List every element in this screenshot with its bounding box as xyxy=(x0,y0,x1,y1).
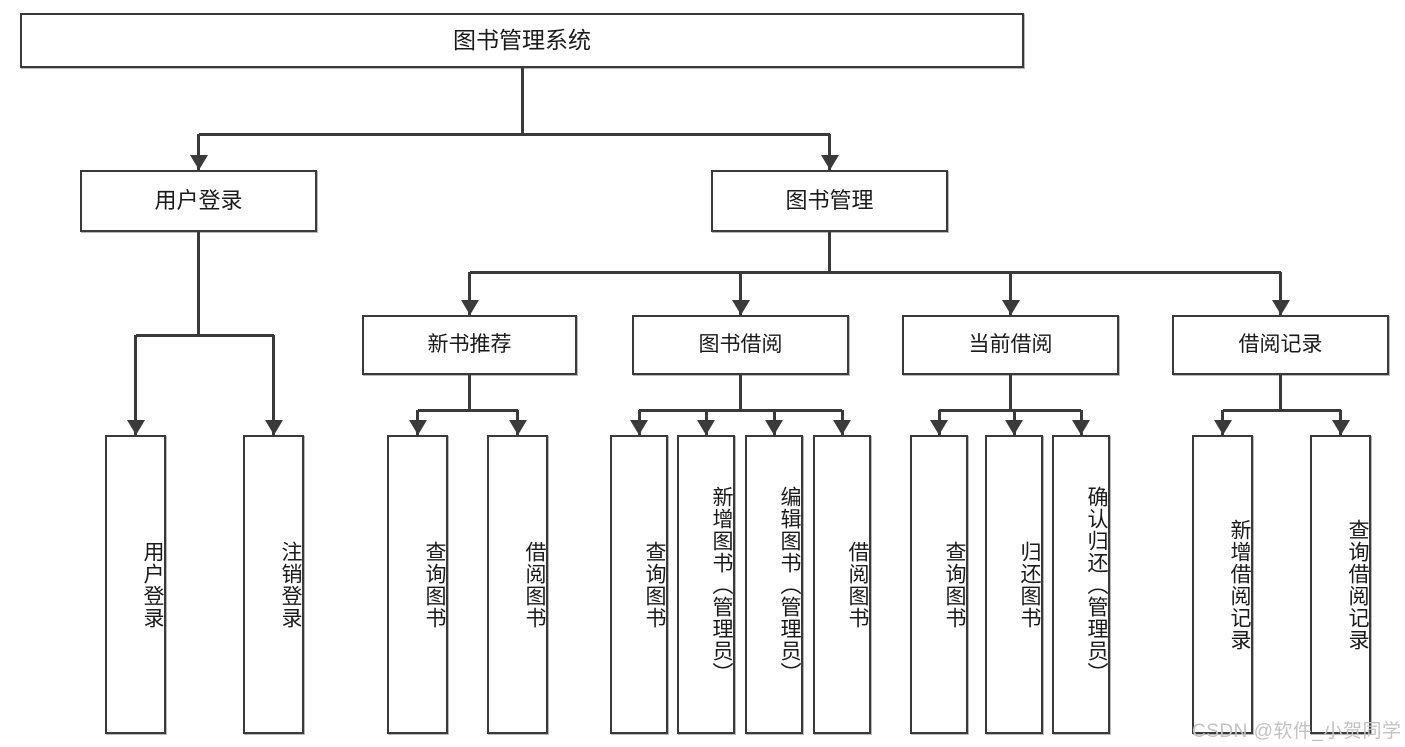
connector-current-borrow-bus xyxy=(939,408,1081,412)
arrow-to-leaf-11 xyxy=(1213,420,1232,435)
connector-level2-bus xyxy=(469,270,1281,274)
arrow-to-level2-1 xyxy=(731,300,750,315)
node-leaf-query-borrow-record[interactable]: 查询借阅记录 xyxy=(1310,435,1371,734)
arrow-to-level2-3 xyxy=(1271,300,1290,315)
node-label: 图书管理系统 xyxy=(453,26,591,53)
connector-user-login-stem xyxy=(197,232,200,335)
arrow-to-leaf-8 xyxy=(930,420,948,435)
node-leaf-add-book-admin[interactable]: 新增图书（管理员） xyxy=(677,435,735,734)
node-leaf-return-book[interactable]: 归还图书 xyxy=(985,435,1043,734)
connector-current-borrow-stem xyxy=(1009,375,1012,410)
connector-book-borrow-bus xyxy=(639,408,842,412)
node-leaf-user-logout[interactable]: 注销登录 xyxy=(243,435,304,734)
arrow-to-level1-0 xyxy=(189,155,208,170)
node-book-borrow[interactable]: 图书借阅 xyxy=(632,315,849,375)
connector-to-level2-0 xyxy=(468,272,471,315)
connector-to-leaf-0 xyxy=(134,335,137,435)
connector-to-level2-3 xyxy=(1279,272,1282,315)
node-label: 查询图书 xyxy=(943,540,966,629)
node-label: 查询图书 xyxy=(423,540,446,629)
node-leaf-query-book-borrow[interactable]: 查询图书 xyxy=(610,435,668,734)
connector-root-bus xyxy=(198,132,830,136)
connector-to-level2-1 xyxy=(739,272,742,315)
node-user-login[interactable]: 用户登录 xyxy=(80,170,317,232)
connector-to-leaf-1 xyxy=(272,335,275,435)
connector-new-book-recommend-bus xyxy=(417,408,518,412)
connector-new-book-recommend-stem xyxy=(468,375,471,410)
arrow-to-leaf-10 xyxy=(1072,420,1090,435)
node-label: 用户登录 xyxy=(141,540,164,629)
connector-borrow-record-stem xyxy=(1279,375,1282,410)
node-label: 查询图书 xyxy=(643,540,666,629)
connector-to-level1-1 xyxy=(828,134,831,170)
arrow-to-leaf-1 xyxy=(264,420,283,435)
arrow-to-leaf-3 xyxy=(508,420,527,435)
arrow-to-level2-0 xyxy=(460,300,479,315)
arrow-to-leaf-9 xyxy=(1005,420,1023,435)
arrow-to-leaf-0 xyxy=(126,420,145,435)
arrow-to-leaf-2 xyxy=(408,420,427,435)
arrow-to-leaf-5 xyxy=(697,420,715,435)
node-label: 编辑图书（管理员） xyxy=(778,485,801,684)
node-leaf-confirm-return-admin[interactable]: 确认归还（管理员） xyxy=(1052,435,1110,734)
node-borrow-record[interactable]: 借阅记录 xyxy=(1172,315,1389,375)
node-root-book-management-system[interactable]: 图书管理系统 xyxy=(20,13,1024,68)
node-label: 借阅图书 xyxy=(523,540,546,629)
node-leaf-user-login[interactable]: 用户登录 xyxy=(105,435,166,734)
connector-user-login-bus xyxy=(135,333,274,337)
node-leaf-borrow-book[interactable]: 借阅图书 xyxy=(813,435,871,734)
connector-book-manage-stem xyxy=(828,232,831,272)
node-label: 图书管理 xyxy=(785,188,874,214)
connector-to-level2-2 xyxy=(1009,272,1012,315)
arrow-to-leaf-7 xyxy=(833,420,851,435)
connector-borrow-record-bus xyxy=(1222,408,1341,412)
node-label: 新增图书（管理员） xyxy=(710,485,733,684)
node-leaf-edit-book-admin[interactable]: 编辑图书（管理员） xyxy=(745,435,803,734)
node-label: 查询借阅记录 xyxy=(1346,518,1369,651)
watermark-text: CSDN @软件_小贺同学 xyxy=(1192,721,1402,742)
arrow-to-leaf-12 xyxy=(1331,420,1350,435)
node-current-borrow[interactable]: 当前借阅 xyxy=(902,315,1119,375)
node-leaf-query-book-current[interactable]: 查询图书 xyxy=(910,435,968,734)
node-leaf-query-book-recommend[interactable]: 查询图书 xyxy=(387,435,448,734)
node-label: 图书借阅 xyxy=(698,332,783,356)
node-label: 新增借阅记录 xyxy=(1228,518,1251,651)
node-book-management[interactable]: 图书管理 xyxy=(711,170,948,232)
connector-to-level1-0 xyxy=(197,134,200,170)
node-label: 用户登录 xyxy=(154,188,243,214)
node-label: 注销登录 xyxy=(279,540,302,629)
node-label: 当前借阅 xyxy=(968,332,1053,356)
arrow-to-leaf-4 xyxy=(630,420,648,435)
node-label: 归还图书 xyxy=(1018,540,1041,629)
node-label: 借阅图书 xyxy=(846,540,869,629)
connector-book-borrow-stem xyxy=(739,375,742,410)
arrow-to-level2-2 xyxy=(1001,300,1020,315)
node-label: 新书推荐 xyxy=(427,332,512,356)
node-new-book-recommend[interactable]: 新书推荐 xyxy=(362,315,577,375)
arrow-to-level1-1 xyxy=(820,155,839,170)
arrow-to-leaf-6 xyxy=(765,420,783,435)
node-leaf-add-borrow-record[interactable]: 新增借阅记录 xyxy=(1192,435,1253,734)
connector-root-stem xyxy=(520,68,524,134)
node-label: 借阅记录 xyxy=(1238,332,1323,356)
node-label: 确认归还（管理员） xyxy=(1085,485,1108,684)
node-leaf-borrow-book-recommend[interactable]: 借阅图书 xyxy=(487,435,548,734)
